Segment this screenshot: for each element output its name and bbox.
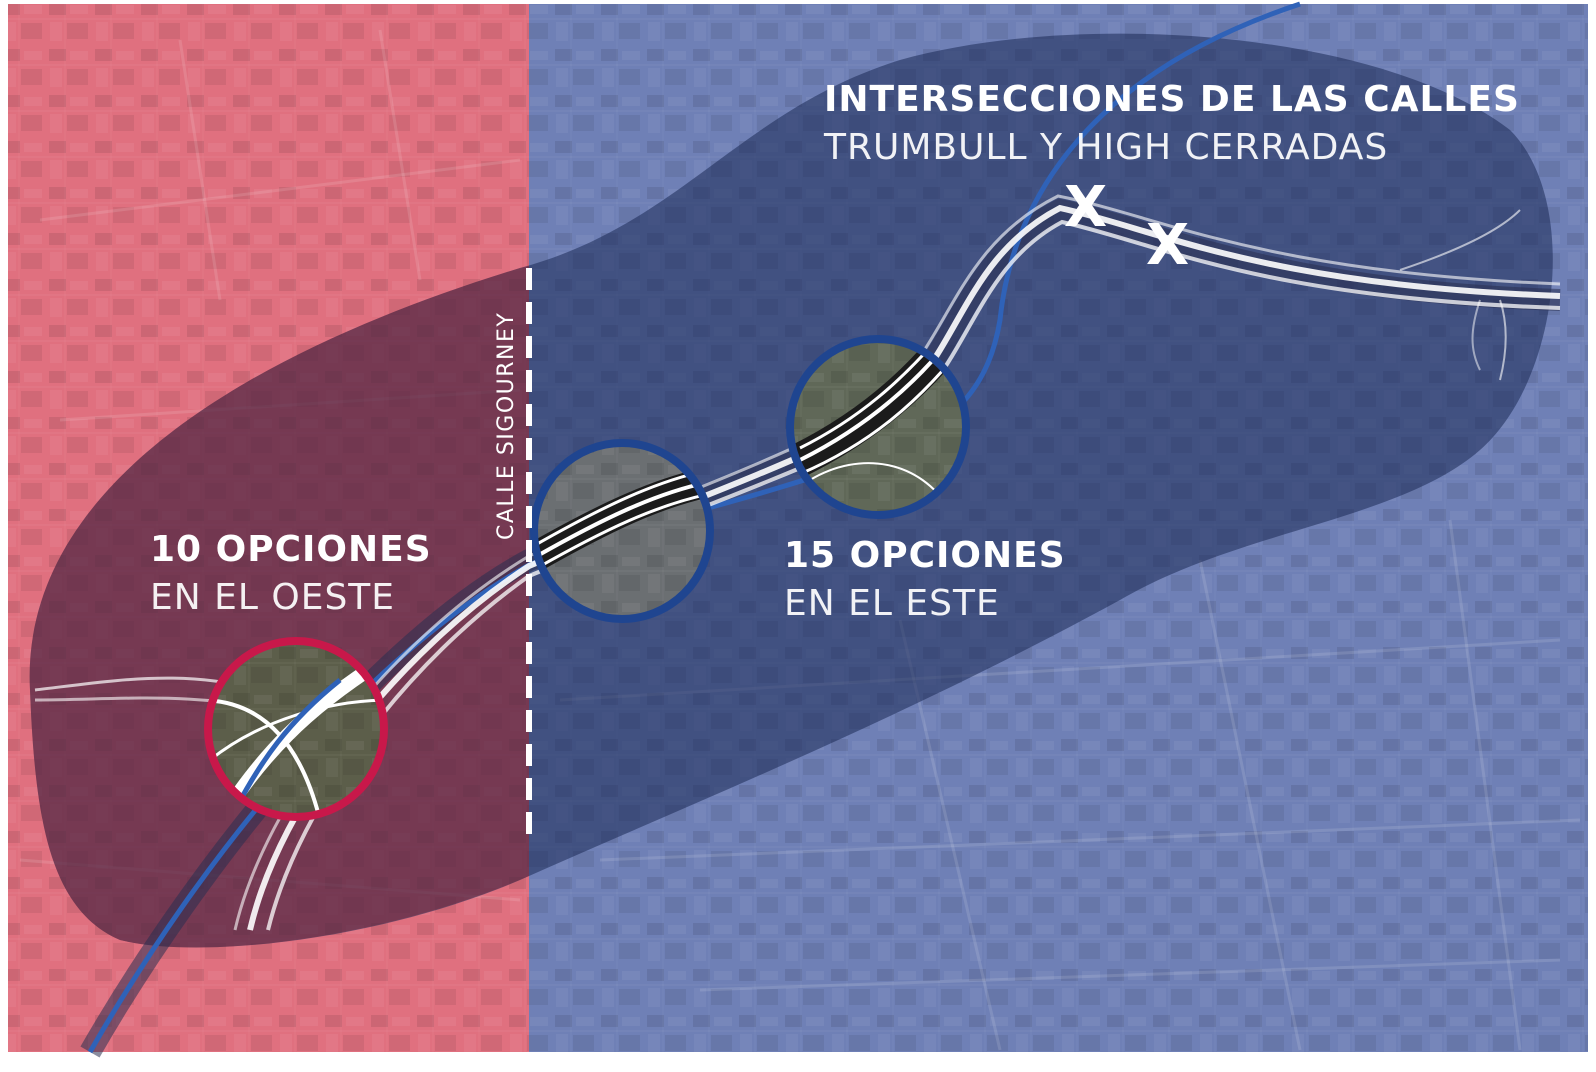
corridor-area	[29, 33, 1553, 948]
east-interchange-circle	[786, 335, 970, 519]
closed-intersections-subtitle: TRUMBULL Y HIGH CERRADAS	[824, 127, 1389, 168]
west-options-subtitle: EN EL OESTE	[150, 577, 396, 618]
closed-intersections-title: INTERSECCIONES DE LAS CALLES	[824, 79, 1520, 120]
central-interchange-circle	[530, 439, 714, 623]
sigourney-street-label: CALLE SIGOURNEY	[494, 311, 519, 540]
west-interchange-circle	[204, 637, 388, 821]
west-options-title: 10 OPCIONES	[150, 529, 432, 570]
closure-x-icon: X	[1146, 213, 1190, 278]
west-corridor-tint	[29, 266, 529, 948]
closure-x-icon: X	[1064, 175, 1108, 240]
east-options-subtitle: EN EL ESTE	[784, 583, 1000, 624]
east-options-title: 15 OPCIONES	[784, 535, 1066, 576]
